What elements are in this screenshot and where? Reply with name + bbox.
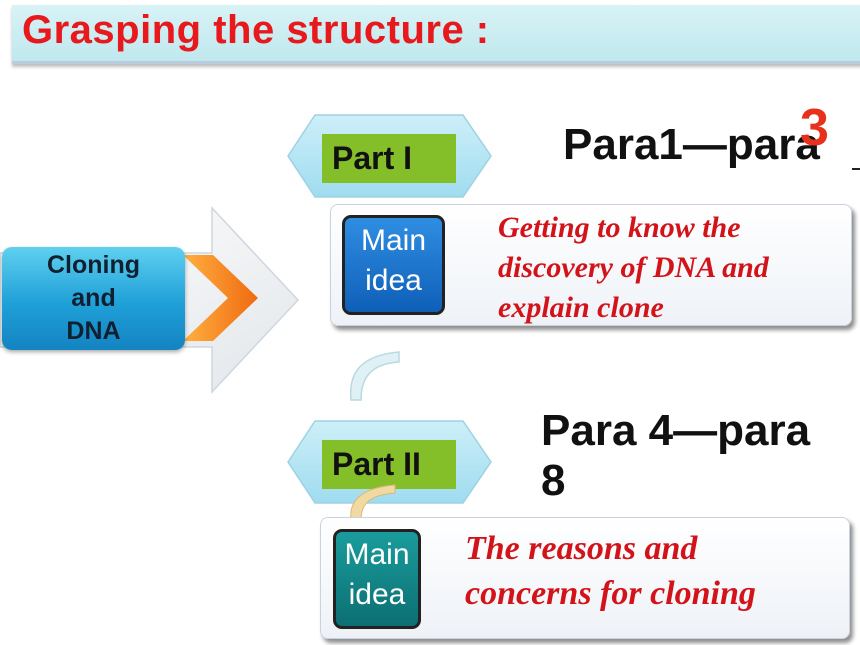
- topic-box: Cloning and DNA: [2, 247, 185, 350]
- main-idea-text-line: explain clone: [498, 291, 664, 324]
- main-idea-text-line: concerns for cloning: [465, 575, 756, 612]
- main-idea-text-line: discovery of DNA and: [498, 251, 769, 284]
- part-one-para-range: Para1—para: [563, 120, 820, 169]
- orange-chevron-icon: [183, 255, 258, 341]
- part-two-para-range: Para 4—para 8: [541, 406, 810, 506]
- main-idea-line: Main: [344, 538, 410, 571]
- para-range-line: 8: [541, 456, 566, 505]
- topic-line: and: [71, 284, 116, 312]
- connector-curve-shape: [349, 351, 400, 401]
- topic-line: Cloning: [46, 251, 141, 279]
- part-two-label: Part II: [322, 440, 456, 489]
- part-one-main-idea-text: Getting to know the discovery of DNA and…: [498, 208, 769, 328]
- main-idea-text-line: Getting to know the: [498, 211, 741, 244]
- part-one-label: Part I: [322, 134, 456, 183]
- tan-curve-shape: [350, 484, 396, 521]
- topic-line: DNA: [66, 317, 121, 345]
- main-idea-line: idea: [348, 578, 406, 611]
- para-range-line: Para 4—para: [541, 406, 811, 455]
- blank-underline: [852, 168, 860, 170]
- part-one-para-number: 3: [800, 99, 829, 157]
- part-two-main-idea-text: The reasons and concerns for cloning: [465, 526, 756, 616]
- title-bar: [12, 5, 860, 64]
- main-idea-line: idea: [365, 264, 422, 297]
- main-idea-line: Main: [360, 224, 427, 257]
- main-idea-text-line: The reasons and: [465, 530, 698, 567]
- page-title: Grasping the structure :: [22, 8, 490, 52]
- part-one-main-idea-badge: Main idea: [342, 215, 445, 315]
- part-two-main-idea-badge: Main idea: [333, 529, 421, 629]
